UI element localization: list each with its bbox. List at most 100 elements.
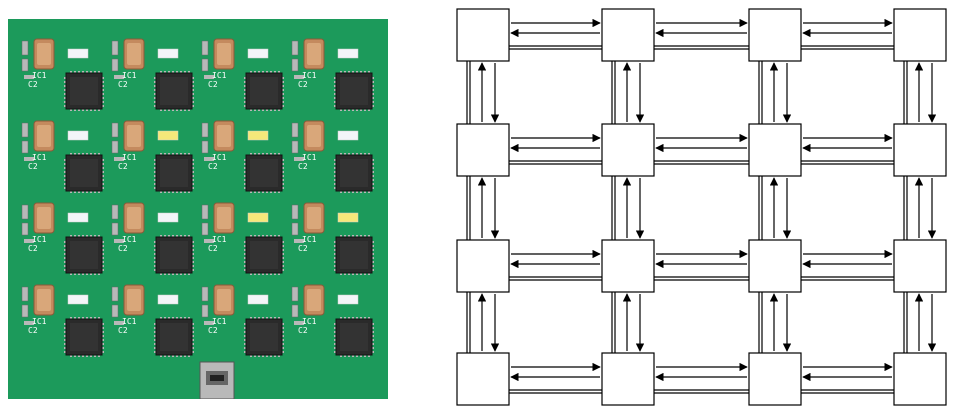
chip-pin: [74, 317, 76, 319]
chip-pin: [282, 347, 284, 349]
led-icon: [157, 212, 179, 223]
chip-pin: [168, 273, 170, 275]
chip-pin: [154, 163, 156, 165]
chip-pin: [180, 235, 182, 237]
chip-pin: [270, 355, 272, 357]
chip-pin: [356, 109, 358, 111]
chip-pin: [348, 235, 350, 237]
chip-pin: [160, 317, 162, 319]
chip-pin: [258, 153, 260, 155]
chip-pin: [86, 273, 88, 275]
capacitor-icon: [201, 140, 209, 154]
ic-label: IC1: [122, 235, 137, 244]
chip-pin: [250, 71, 252, 73]
mesh-network-diagram: [454, 5, 952, 409]
chip-pin: [266, 317, 268, 319]
chip-pin: [192, 97, 194, 99]
chip-pin: [244, 343, 246, 345]
chip-pin: [172, 153, 174, 155]
crystal-inner: [307, 125, 321, 147]
chip-pin: [334, 245, 336, 247]
pad-icon: [204, 157, 214, 161]
chip-pin: [334, 347, 336, 349]
chip-die: [250, 159, 278, 187]
led-icon: [157, 130, 179, 141]
chip-pin: [348, 273, 350, 275]
chip-pin: [334, 179, 336, 181]
led-icon: [67, 212, 89, 223]
chip-pin: [372, 249, 374, 251]
chip-pin: [372, 97, 374, 99]
chip-pin: [364, 71, 366, 73]
chip-die: [340, 241, 368, 269]
mesh-node: [893, 352, 947, 406]
chip-pin: [348, 355, 350, 357]
chip-pin: [154, 105, 156, 107]
chip-pin: [172, 109, 174, 111]
resistor-icon: [201, 40, 209, 56]
led-icon: [157, 48, 179, 59]
chip-pin: [262, 71, 264, 73]
chip-pin: [368, 355, 370, 357]
mesh-node: [748, 8, 802, 62]
chip-pin: [172, 355, 174, 357]
chip-pin: [244, 253, 246, 255]
mini-usb-connector-icon: [199, 361, 235, 399]
ic-label: IC1: [32, 235, 47, 244]
chip-pin: [102, 241, 104, 243]
chip-die: [70, 159, 98, 187]
chip-pin: [282, 335, 284, 337]
chip-pin: [278, 153, 280, 155]
chip-pin: [244, 323, 246, 325]
pad-icon: [294, 239, 304, 243]
chip-pin: [70, 109, 72, 111]
chip-pin: [188, 191, 190, 193]
resistor-icon: [291, 286, 299, 302]
pad-icon: [204, 239, 214, 243]
cap-label: C2: [208, 162, 218, 171]
chip-pin: [254, 273, 256, 275]
chip-pin: [164, 153, 166, 155]
chip-pin: [274, 191, 276, 193]
chip-pin: [78, 235, 80, 237]
chip-pin: [334, 93, 336, 95]
chip-pin: [278, 71, 280, 73]
chip-pin: [154, 339, 156, 341]
chip-pin: [64, 327, 66, 329]
chip-pin: [368, 153, 370, 155]
chip-pin: [102, 351, 104, 353]
chip-pin: [340, 317, 342, 319]
chip-pin: [64, 101, 66, 103]
chip-pin: [250, 273, 252, 275]
mesh-node: [456, 239, 510, 293]
chip-pin: [176, 235, 178, 237]
chip-pin: [282, 187, 284, 189]
usb-tongue: [210, 375, 224, 381]
chip-pin: [282, 163, 284, 165]
chip-pin: [266, 355, 268, 357]
chip-pin: [372, 335, 374, 337]
chip-pin: [184, 109, 186, 111]
chip-pin: [372, 261, 374, 263]
resistor-icon: [21, 286, 29, 302]
chip-pin: [180, 109, 182, 111]
chip-pin: [372, 93, 374, 95]
pad-icon: [294, 75, 304, 79]
chip-pin: [266, 153, 268, 155]
ic-label: IC1: [302, 71, 317, 80]
chip-pin: [98, 153, 100, 155]
chip-pin: [102, 101, 104, 103]
chip-pin: [352, 355, 354, 357]
chip-die: [250, 323, 278, 351]
chip-pin: [274, 71, 276, 73]
chip-pin: [372, 187, 374, 189]
chip-pin: [352, 71, 354, 73]
mesh-node: [893, 239, 947, 293]
chip-pin: [188, 317, 190, 319]
chip-pin: [102, 175, 104, 177]
chip-pin: [160, 235, 162, 237]
chip-pin: [250, 153, 252, 155]
